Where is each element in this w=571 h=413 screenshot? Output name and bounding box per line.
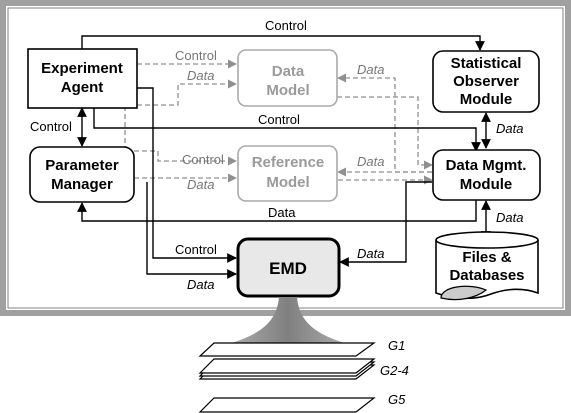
layer-g1 — [198, 342, 376, 357]
arrow-agent-to-datamodel-data — [137, 79, 237, 106]
label-data-manager-refmodel: Data — [187, 177, 214, 192]
layer-label-g5: G5 — [388, 392, 406, 407]
arrow-datamodel-to-mgmt — [337, 96, 433, 170]
layer-g5 — [198, 397, 376, 413]
label-control-manager-refmodel: Control — [182, 152, 224, 167]
arrow-manager-to-refmodel-control — [134, 150, 237, 166]
cylinder-shadow — [440, 285, 488, 301]
files-databases-label-1: Files & — [462, 249, 511, 266]
label-data-mgmt-refmodel: Data — [357, 154, 384, 169]
emd-box — [236, 237, 341, 298]
arrow-agent-to-mgmt-control — [93, 108, 481, 152]
experiment-agent-label-1: Experiment — [41, 60, 123, 77]
label-control-to-emd: Control — [175, 242, 217, 257]
arrow-agent-to-emd-control — [137, 87, 237, 263]
files-databases-label-2: Databases — [449, 267, 524, 284]
layer-stack — [198, 342, 376, 413]
parameter-manager-box — [29, 146, 135, 203]
label-data-mgmt-datamodel: Data — [357, 62, 384, 77]
data-mgmt-label-2: Module — [460, 176, 513, 193]
label-control-agent-datamodel: Control — [175, 48, 217, 63]
observer-label-3: Module — [460, 91, 513, 108]
layer-g2-top — [198, 358, 376, 374]
reference-model-label-1: Reference — [252, 154, 325, 171]
label-data-mgmt-manager: Data — [268, 205, 296, 220]
experiment-agent-label-2: Agent — [61, 79, 104, 96]
label-control-agent-manager: Control — [30, 119, 72, 134]
solid-arrows — [77, 35, 491, 279]
parameter-manager-label-2: Manager — [51, 176, 113, 193]
label-data-to-emd: Data — [187, 277, 214, 292]
statistical-observer-box — [432, 50, 540, 113]
arrow-mgmt-to-manager-data — [77, 199, 477, 222]
reference-model-label-2: Model — [266, 174, 309, 191]
data-model-label-1: Data — [272, 63, 305, 80]
data-model-label-2: Model — [266, 82, 309, 99]
data-mgmt-box — [432, 149, 541, 201]
observer-label-1: Statistical — [451, 55, 522, 72]
label-data-mgmt-files: Data — [496, 210, 523, 225]
layer-label-g2-4: G2-4 — [380, 363, 409, 378]
emd-funnel — [224, 297, 352, 345]
label-data-agent-datamodel: Data — [187, 68, 214, 83]
dashed-arrows — [124, 59, 433, 185]
experiment-agent-box — [27, 48, 138, 109]
files-databases-cylinder — [435, 231, 539, 301]
reference-model-box — [237, 145, 338, 202]
label-control-agent-mgmt: Control — [258, 112, 300, 127]
arrow-agent-to-observer-control — [81, 35, 485, 51]
arrow-emd-mgmt-data — [339, 181, 432, 267]
arrow-manager-to-emd-data — [146, 182, 237, 279]
label-control-top: Control — [265, 18, 307, 33]
data-model-box — [237, 49, 338, 107]
emd-label: EMD — [269, 259, 307, 278]
data-mgmt-label-1: Data Mgmt. — [446, 157, 527, 174]
parameter-manager-label-1: Parameter — [45, 157, 119, 174]
label-data-observer-mgmt: Data — [496, 121, 523, 136]
label-data-emd-mgmt: Data — [357, 246, 384, 261]
layer-label-g1: G1 — [388, 338, 405, 353]
observer-label-2: Observer — [453, 73, 519, 90]
